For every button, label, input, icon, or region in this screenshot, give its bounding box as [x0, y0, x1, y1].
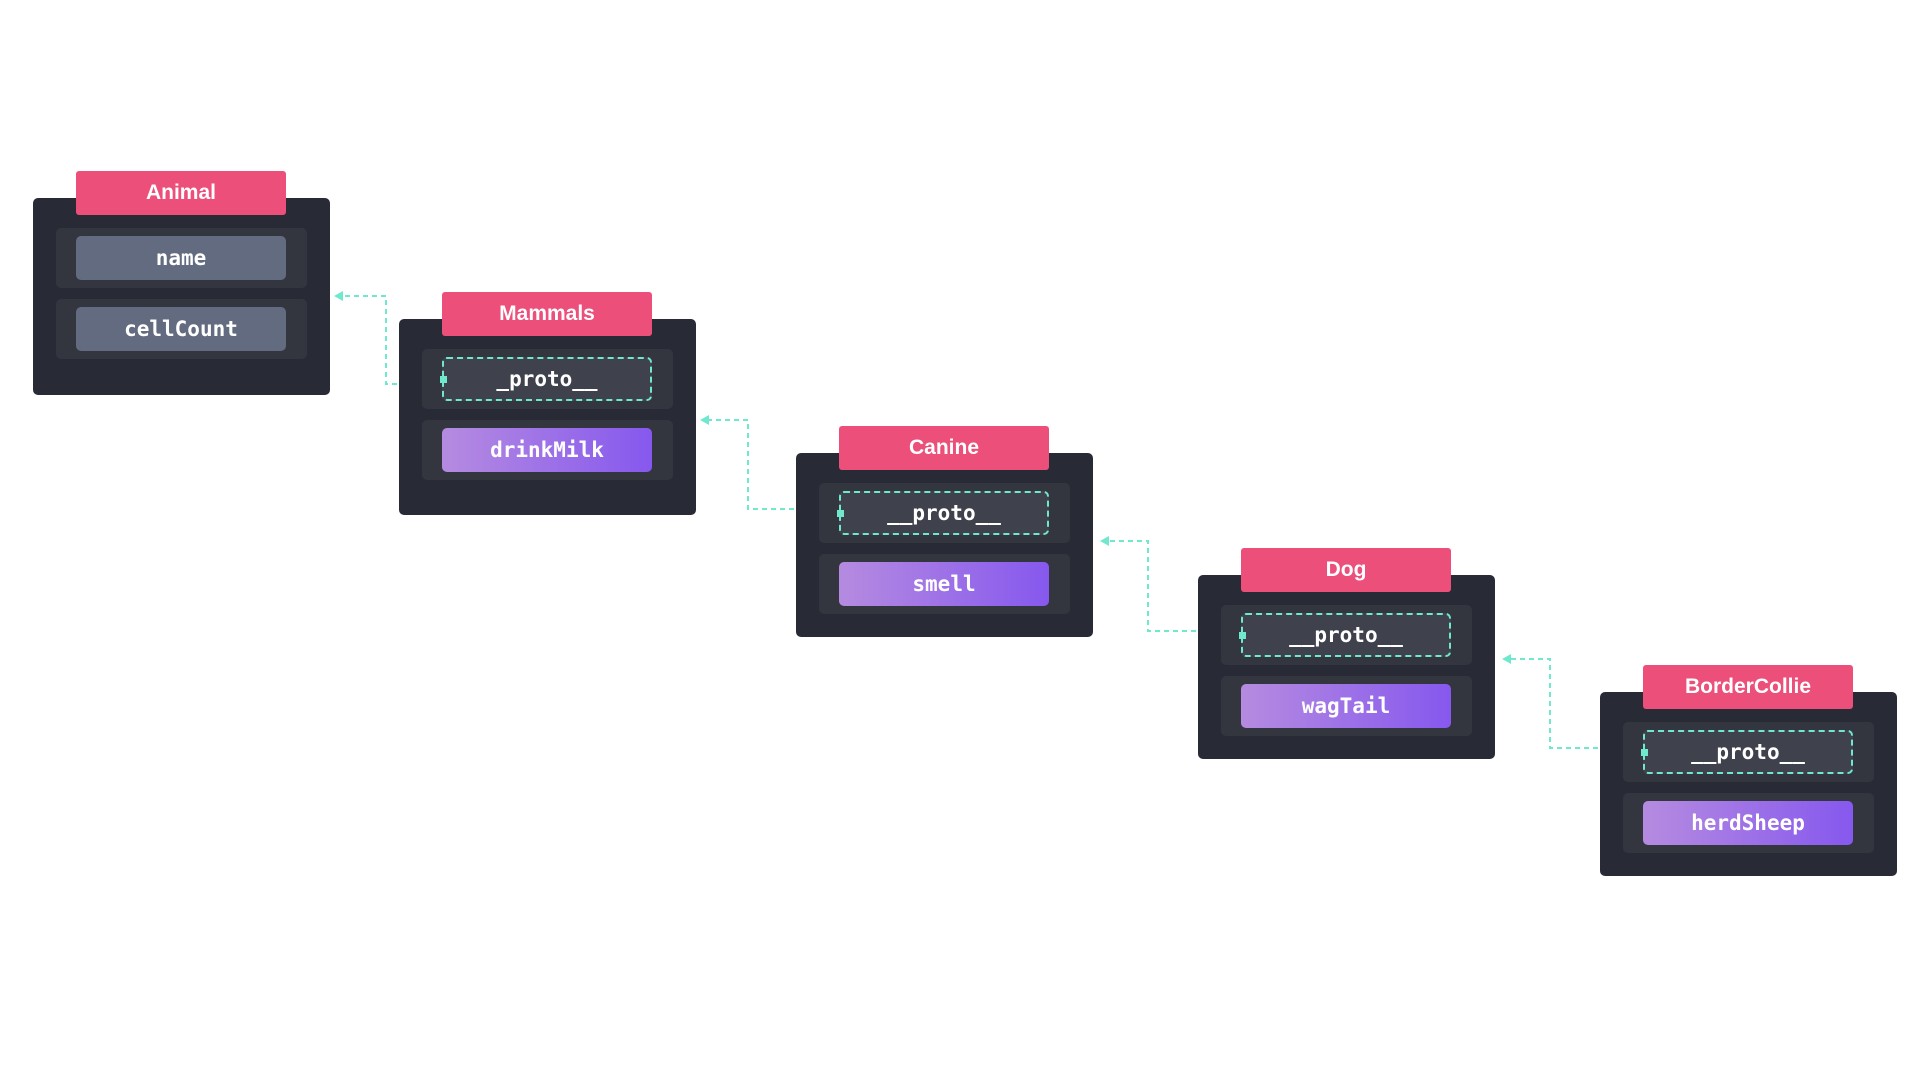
node-mammals: Mammals _proto__ drinkMilk	[399, 292, 696, 515]
proto-bordercollie: __proto__	[1641, 730, 1853, 774]
node-title-animal: Animal	[76, 171, 286, 215]
property-cellcount: cellCount	[76, 307, 286, 351]
method-wagtail: wagTail	[1241, 684, 1451, 728]
arrowhead-mammals	[700, 415, 709, 425]
node-bordercollie: BorderCollie __proto__ herdSheep	[1600, 665, 1897, 876]
node-title-canine: Canine	[839, 426, 1049, 470]
slot-row: drinkMilk	[422, 420, 673, 480]
proto-canine: __proto__	[837, 491, 1049, 535]
node-dog: Dog __proto__ wagTail	[1198, 548, 1495, 759]
connector-port	[1239, 632, 1246, 639]
slot-row: cellCount	[56, 299, 307, 359]
node-canine: Canine __proto__ smell	[796, 426, 1093, 637]
method-herdsheep: herdSheep	[1643, 801, 1853, 845]
proto-mammals: _proto__	[440, 357, 652, 401]
edge-canine-to-mammals	[708, 419, 839, 510]
slot-row: name	[56, 228, 307, 288]
method-smell: smell	[839, 562, 1049, 606]
proto-label: __proto__	[1289, 623, 1403, 647]
connector-port	[440, 376, 447, 383]
edge-dog-to-canine	[1108, 540, 1241, 632]
arrowhead-dog	[1502, 654, 1511, 664]
slot-row: _proto__	[422, 349, 673, 409]
method-drinkmilk: drinkMilk	[442, 428, 652, 472]
proto-label: __proto__	[887, 501, 1001, 525]
slot-row: __proto__	[819, 483, 1070, 543]
property-name: name	[76, 236, 286, 280]
slot-row: wagTail	[1221, 676, 1472, 736]
node-title-bordercollie: BorderCollie	[1643, 665, 1853, 709]
arrowhead-animal	[334, 291, 343, 301]
slot-row: __proto__	[1623, 722, 1874, 782]
slot-row: smell	[819, 554, 1070, 614]
edge-bordercollie-to-dog	[1510, 658, 1643, 749]
connector-port	[837, 510, 844, 517]
slot-row: herdSheep	[1623, 793, 1874, 853]
slot-row: __proto__	[1221, 605, 1472, 665]
node-title-dog: Dog	[1241, 548, 1451, 592]
proto-label: _proto__	[496, 367, 598, 391]
node-animal: Animal name cellCount	[33, 171, 330, 395]
arrowhead-canine	[1100, 536, 1109, 546]
proto-label: __proto__	[1691, 740, 1805, 764]
proto-dog: __proto__	[1239, 613, 1451, 657]
connector-port	[1641, 749, 1648, 756]
node-title-mammals: Mammals	[442, 292, 652, 336]
